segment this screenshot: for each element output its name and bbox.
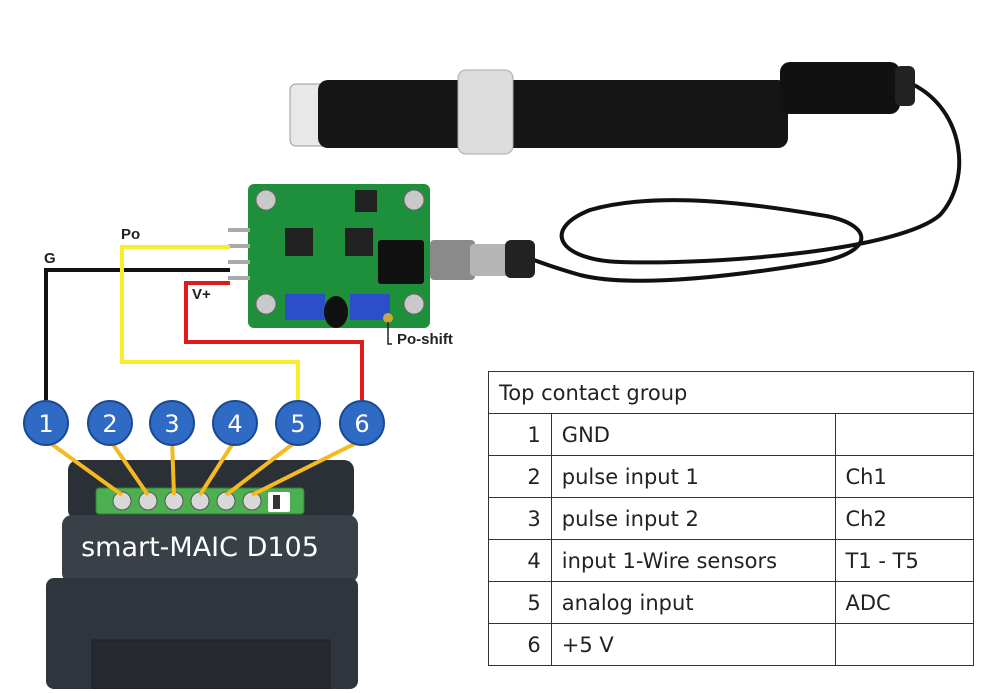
contact-number: 5 [488, 581, 552, 624]
pin-leaders [44, 438, 363, 497]
po-shift-pointer [387, 322, 392, 345]
vplus-label: V+ [192, 286, 211, 303]
wire-ground [44, 268, 230, 400]
pin-marker: 5 [275, 400, 321, 446]
contact-description: pulse input 2 [550, 497, 836, 540]
contact-channel [834, 623, 974, 666]
table-row: 6+5 V [488, 623, 974, 666]
pin-marker-circle [149, 400, 195, 446]
terminal-screw [112, 491, 132, 511]
pin-marker-circle [275, 400, 321, 446]
contact-channel: Ch1 [834, 455, 974, 498]
terminal-screw [216, 491, 236, 511]
pin-leader [170, 439, 176, 496]
ph-probe [289, 62, 915, 155]
pin-marker-circle [87, 400, 133, 446]
contact-number: 1 [488, 413, 552, 456]
contact-number: 4 [488, 539, 552, 582]
pin-number: 4 [227, 410, 242, 438]
pin-marker-circle [212, 400, 258, 446]
po-shift-label: Po-shift [397, 331, 453, 348]
contact-number: 6 [488, 623, 552, 666]
probe-cable [504, 82, 962, 283]
ph-sensor-board [228, 184, 430, 328]
wire-po [120, 245, 300, 400]
pin-number: 6 [354, 410, 369, 438]
pin-marker: 2 [87, 400, 133, 446]
contact-channel [834, 413, 974, 456]
smart-maic-device [46, 460, 358, 690]
pin-leader [251, 438, 363, 497]
pin-marker-circle [339, 400, 385, 446]
device-name: smart-MAIC D105 [81, 532, 319, 563]
pin-marker: 3 [149, 400, 195, 446]
wire-vplus [184, 281, 364, 400]
contact-description: +5 V [550, 623, 836, 666]
pin-leader [108, 438, 150, 497]
contact-description: analog input [550, 581, 836, 624]
g-label: G [44, 250, 56, 267]
pin-number: 5 [290, 410, 305, 438]
pin-number: 1 [38, 410, 53, 438]
pin-markers: 1 2 3 4 5 6 [23, 400, 385, 446]
contact-description: input 1-Wire sensors [550, 539, 836, 582]
pin-number: 3 [164, 410, 179, 438]
contact-channel: Ch2 [834, 497, 974, 540]
pin-marker: 4 [212, 400, 258, 446]
table-header-row: Top contact group [488, 371, 974, 414]
terminal-screw [242, 491, 262, 511]
pin-leader [44, 438, 124, 497]
pin-marker-circle [23, 400, 69, 446]
contact-description: pulse input 1 [550, 455, 836, 498]
pin-leader [198, 438, 237, 497]
table-header: Top contact group [488, 371, 974, 414]
contact-number: 2 [488, 455, 552, 498]
pin-number: 2 [102, 410, 117, 438]
contact-description: GND [550, 413, 836, 456]
header-pins [228, 228, 250, 280]
pin-marker: 1 [23, 400, 69, 446]
contact-number: 3 [488, 497, 552, 540]
contact-channel: ADC [834, 581, 974, 624]
pin-marker: 6 [339, 400, 385, 446]
bnc-connector [430, 240, 535, 280]
contact-channel: T1 - T5 [834, 539, 974, 582]
po-label: Po [121, 226, 141, 243]
pin-leader [224, 438, 300, 497]
